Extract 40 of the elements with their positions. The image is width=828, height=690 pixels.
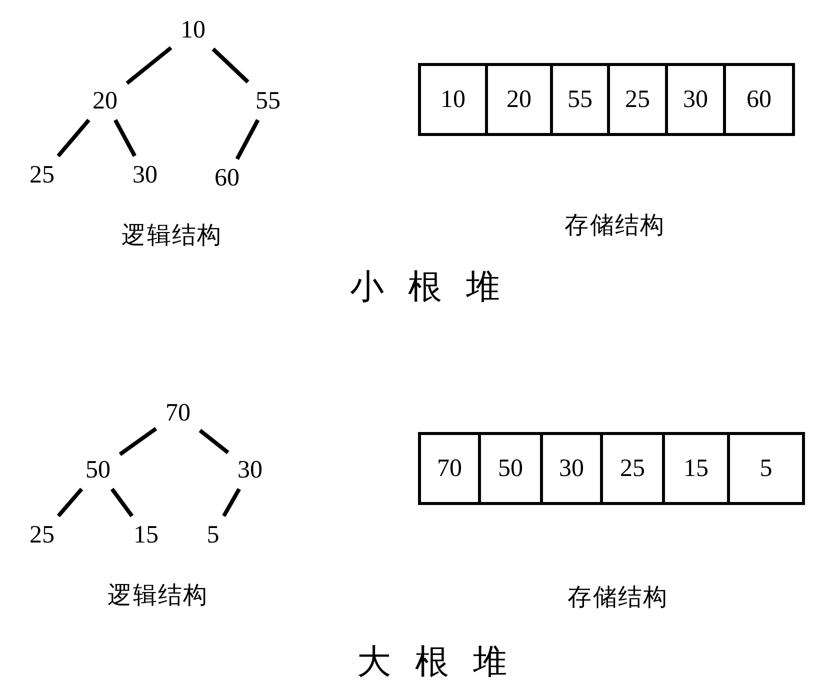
tree-edge [56,118,90,158]
array-cell: 50 [478,432,543,505]
tree-edge [110,488,134,518]
tree-edge [212,48,250,84]
tree-edge [114,119,136,157]
tree-node-value: 5 [204,522,222,548]
array-cell: 55 [550,63,610,136]
tree-edge [222,488,241,517]
tree-node-value: 25 [28,522,56,548]
array-cell: 25 [607,63,668,136]
tree-edge [118,427,158,456]
tree-edge [198,428,230,454]
tree-edge [126,46,172,85]
structure-caption: 逻辑结构 [108,582,208,611]
tree-node-value: 50 [84,456,112,484]
tree-node-value: 20 [90,88,120,114]
structure-caption: 存储结构 [568,584,668,613]
array-cell: 25 [600,432,665,505]
array-cell: 30 [665,63,726,136]
array-cell: 15 [662,432,730,505]
tree-edge [56,488,84,518]
tree-node-value: 30 [130,162,160,188]
tree-edge [235,119,260,160]
tree-node-value: 30 [236,456,264,484]
array-cell: 5 [727,432,805,505]
tree-node-value: 10 [178,16,208,44]
tree-node-value: 25 [28,162,56,188]
array-cell: 10 [418,63,488,136]
structure-caption: 存储结构 [564,212,666,241]
tree-node-value: 55 [254,88,282,114]
tree-node-value: 15 [132,522,160,548]
heap-title: 大根堆 [356,643,531,683]
array-cell: 60 [723,63,795,136]
structure-caption: 逻辑结构 [122,222,222,251]
array-cell: 70 [418,432,481,505]
array-cell: 20 [485,63,553,136]
array-cell: 30 [540,432,603,505]
tree-node-value: 60 [212,164,242,192]
tree-node-value: 70 [164,400,192,426]
heap-title: 小根堆 [349,268,524,308]
